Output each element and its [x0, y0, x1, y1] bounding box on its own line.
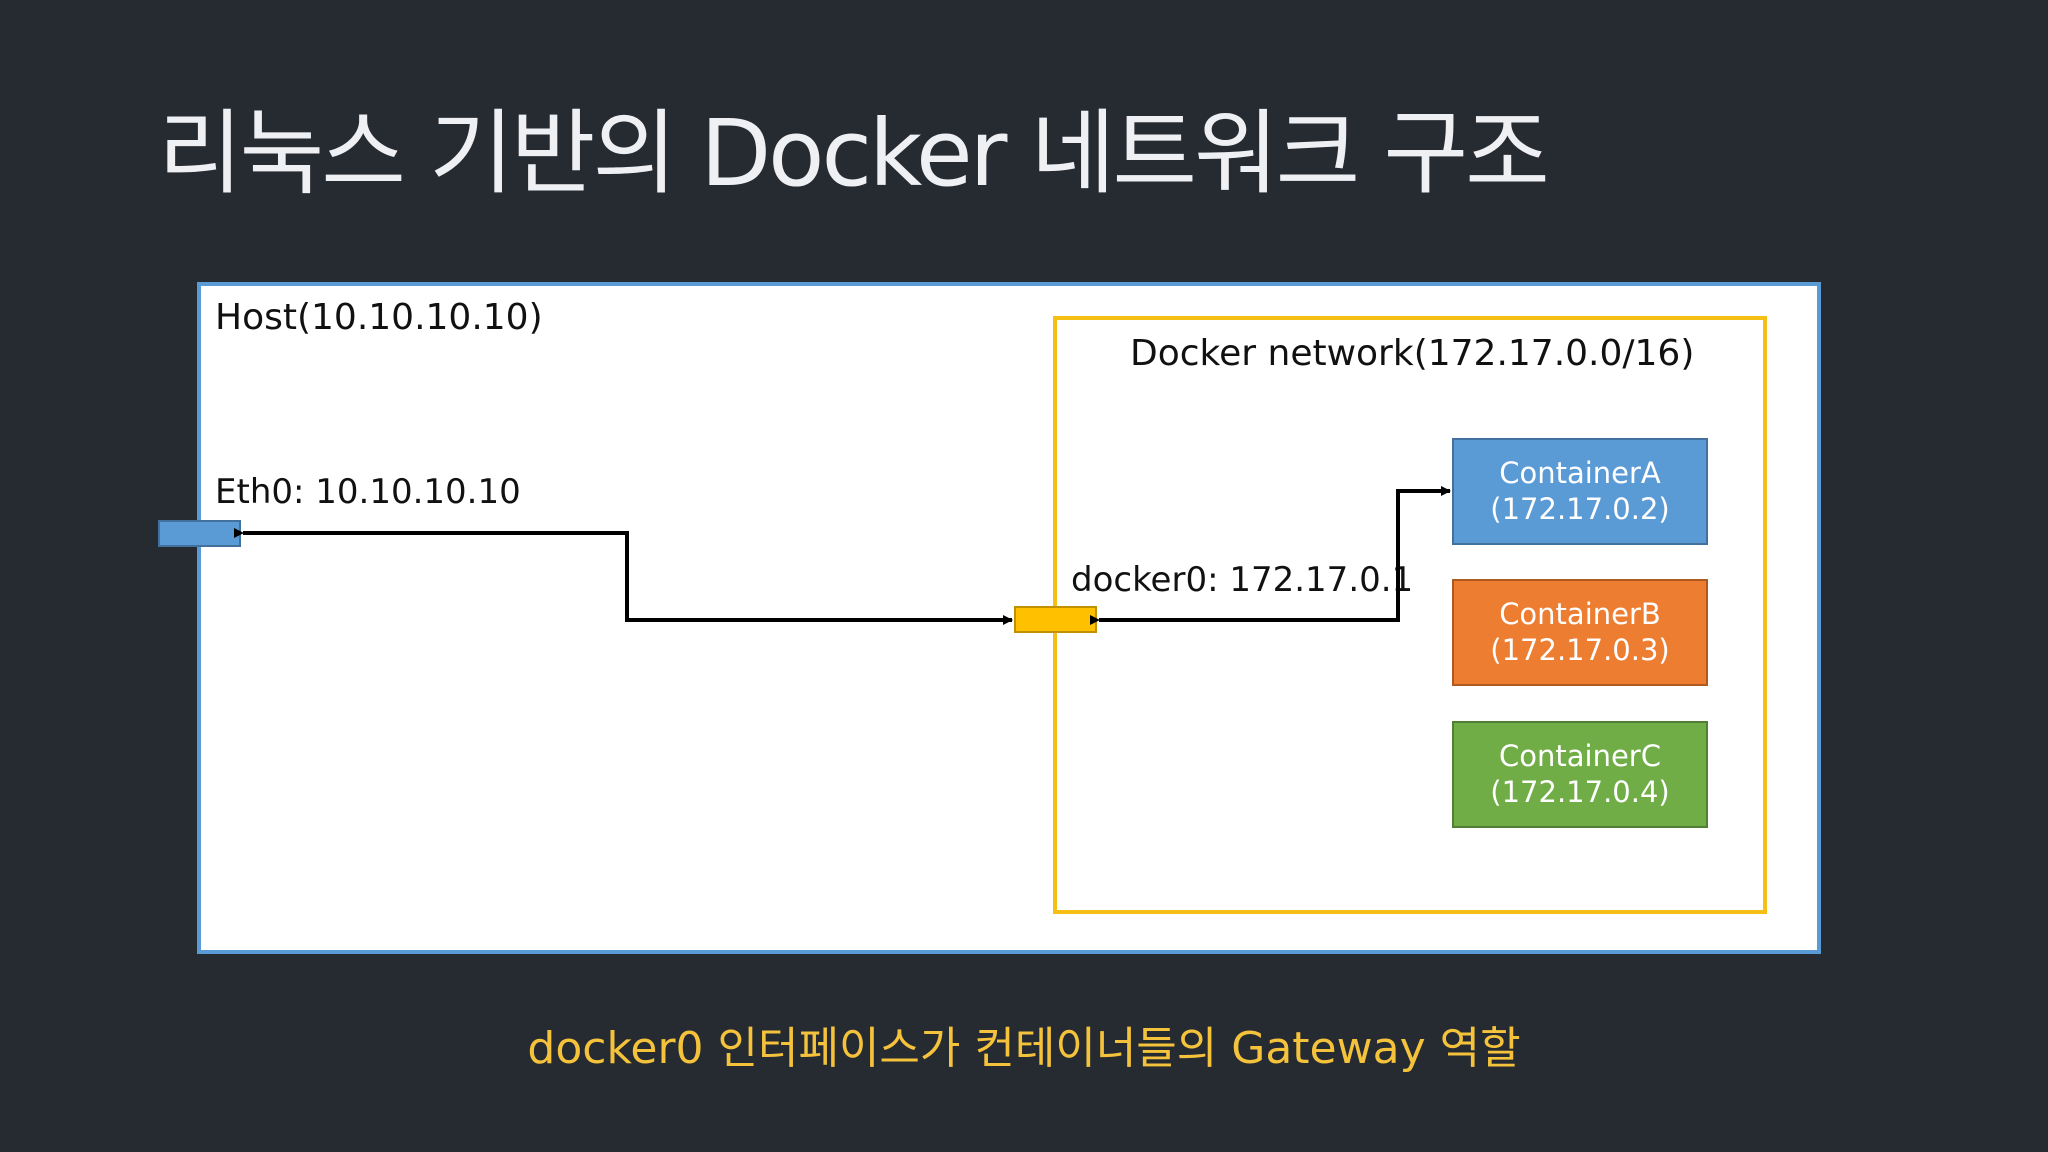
container-b-ip: (172.17.0.3)	[1490, 632, 1670, 667]
container-b-name: ContainerB	[1499, 597, 1661, 632]
container-b: ContainerB (172.17.0.3)	[1452, 579, 1708, 686]
docker-network-label: Docker network(172.17.0.0/16)	[1130, 333, 1695, 374]
container-a-name: ContainerA	[1499, 456, 1661, 491]
container-c-name: ContainerC	[1499, 739, 1661, 774]
slide-title: 리눅스 기반의 Docker 네트워크 구조	[158, 100, 1550, 207]
host-label: Host(10.10.10.10)	[215, 297, 543, 338]
container-c: ContainerC (172.17.0.4)	[1452, 721, 1708, 828]
container-c-ip: (172.17.0.4)	[1490, 774, 1670, 809]
eth0-interface	[158, 520, 241, 547]
container-a: ContainerA (172.17.0.2)	[1452, 438, 1708, 545]
docker0-interface	[1014, 606, 1097, 633]
slide-caption: docker0 인터페이스가 컨테이너들의 Gateway 역할	[527, 1023, 1521, 1074]
docker0-label: docker0: 172.17.0.1	[1071, 560, 1414, 600]
eth0-label: Eth0: 10.10.10.10	[215, 472, 521, 512]
container-a-ip: (172.17.0.2)	[1490, 491, 1670, 526]
